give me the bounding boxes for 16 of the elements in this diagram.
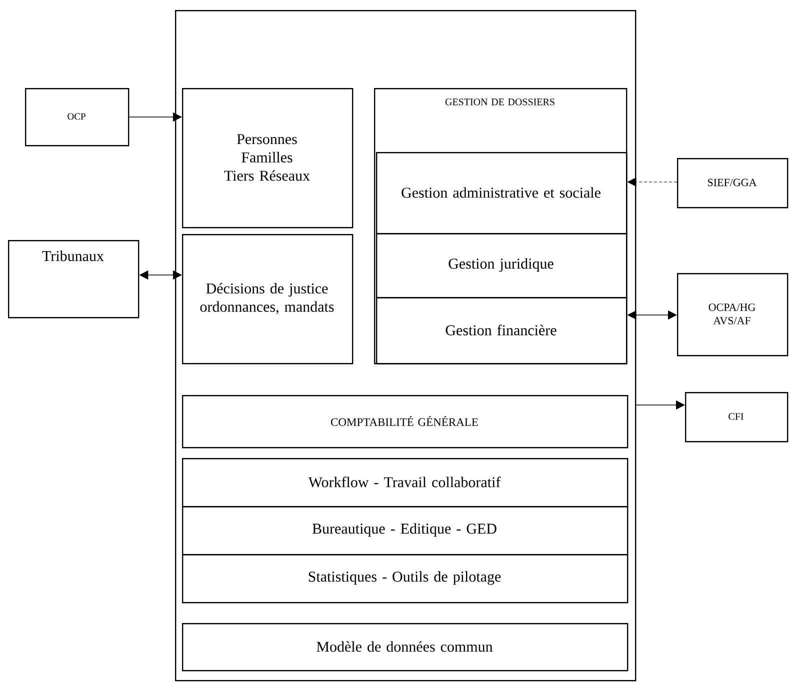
system-box: SIEF/GGA xyxy=(677,158,788,208)
module-box: Modèle de données commun xyxy=(182,623,628,672)
module-box: Gestion administrative et sociale xyxy=(376,152,628,234)
system-box: CFI xyxy=(685,392,788,442)
system-box: Tribunaux xyxy=(8,240,140,318)
module-box: Gestion financière xyxy=(376,297,628,364)
module-box: COMPTABILITÉ GÉNÉRALE xyxy=(182,395,628,448)
system-box: OCP xyxy=(25,88,130,146)
module-box: Bureautique - Editique - GED xyxy=(182,506,628,556)
system-box: OCPA/HG AVS/AF xyxy=(677,273,788,356)
module-box: Statistiques - Outils de pilotage xyxy=(182,554,628,604)
module-box: Gestion juridique xyxy=(376,233,628,298)
module-box: Décisions de justice ordonnances, mandats xyxy=(182,234,354,364)
system-frame xyxy=(175,10,636,682)
module-box: Personnes Familles Tiers Réseaux xyxy=(182,88,354,228)
module-box: Workflow - Travail collaboratif xyxy=(182,458,628,508)
